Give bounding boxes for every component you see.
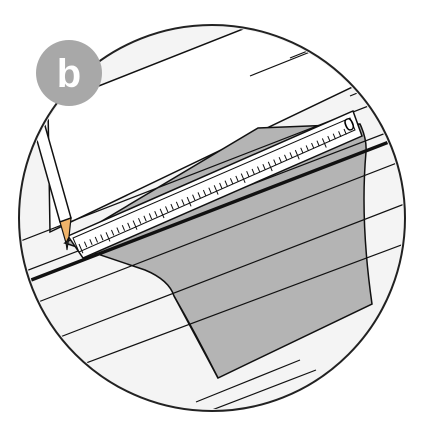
bottom-detail-line <box>211 369 317 409</box>
pencil-lead <box>65 236 70 251</box>
ruler-tick <box>321 138 327 148</box>
ruler-tick <box>181 199 185 206</box>
ruler-tick <box>213 185 219 195</box>
ruler-scale-band <box>72 117 356 253</box>
ruler-tick <box>143 215 147 222</box>
ruler-tick <box>300 147 304 154</box>
ruler-tick <box>246 171 250 177</box>
ruler-tick <box>284 154 288 161</box>
ruler-tick <box>257 166 261 173</box>
ruler-tick <box>208 187 212 194</box>
ruler-tick <box>251 168 255 175</box>
illustration-contents: 0 <box>21 27 403 409</box>
ruler-tick <box>197 192 201 199</box>
ruler-tick <box>175 201 180 208</box>
ruler-tick <box>278 156 282 163</box>
ruler-tick <box>267 161 273 172</box>
ruler-tick <box>294 149 300 160</box>
ruler-tick <box>138 217 142 224</box>
material-lower-edge <box>173 295 219 379</box>
ruler: 0 <box>66 109 363 259</box>
ruler-tick <box>165 206 169 213</box>
ruler-tick <box>273 159 277 166</box>
ruler-tick <box>240 173 246 183</box>
ruler-tick <box>327 135 331 142</box>
ruler-tick <box>94 236 99 243</box>
step-badge-circle <box>36 40 102 106</box>
paper-sheet <box>47 27 403 234</box>
bottom-detail-line <box>195 359 301 403</box>
guide-line <box>41 197 403 345</box>
ruler-tick <box>100 234 104 241</box>
step-badge: b <box>36 40 102 106</box>
ruler-tick <box>338 131 342 138</box>
guide-line <box>53 237 403 376</box>
ruler-tick <box>202 189 207 196</box>
ruler-tick <box>262 164 266 170</box>
ruler-ticks <box>78 128 347 254</box>
ruler-tick <box>89 239 93 246</box>
ruler-tick <box>192 194 196 201</box>
guide-line <box>27 153 403 307</box>
ruler-tick <box>316 140 320 147</box>
ruler-tick <box>127 222 131 229</box>
ruler-tick <box>132 220 138 230</box>
ruler-tick <box>105 232 111 242</box>
ruler-tick <box>289 152 293 159</box>
guide-line-highlight <box>25 128 403 284</box>
ruler-tick <box>78 243 84 254</box>
ruler-tick <box>186 196 192 207</box>
ruler-tick <box>83 241 88 248</box>
ruler-tick <box>224 180 228 187</box>
ruler-tick <box>170 203 174 210</box>
ruler-tick <box>154 210 158 217</box>
step-label: b <box>57 52 81 96</box>
ruler-tick <box>116 227 120 234</box>
ruler-tick <box>148 213 153 220</box>
ruler-tick <box>121 225 126 231</box>
ruler-tick <box>332 133 336 140</box>
ruler-tick <box>305 145 309 152</box>
folded-material <box>63 123 373 379</box>
ruler-tick <box>235 175 239 182</box>
ruler-tick <box>219 182 223 189</box>
ruler-tick <box>343 128 347 135</box>
ruler-tick <box>229 178 234 185</box>
ruler-tick <box>311 142 315 149</box>
ruler-tick <box>159 208 165 219</box>
ruler-tick <box>110 229 115 236</box>
